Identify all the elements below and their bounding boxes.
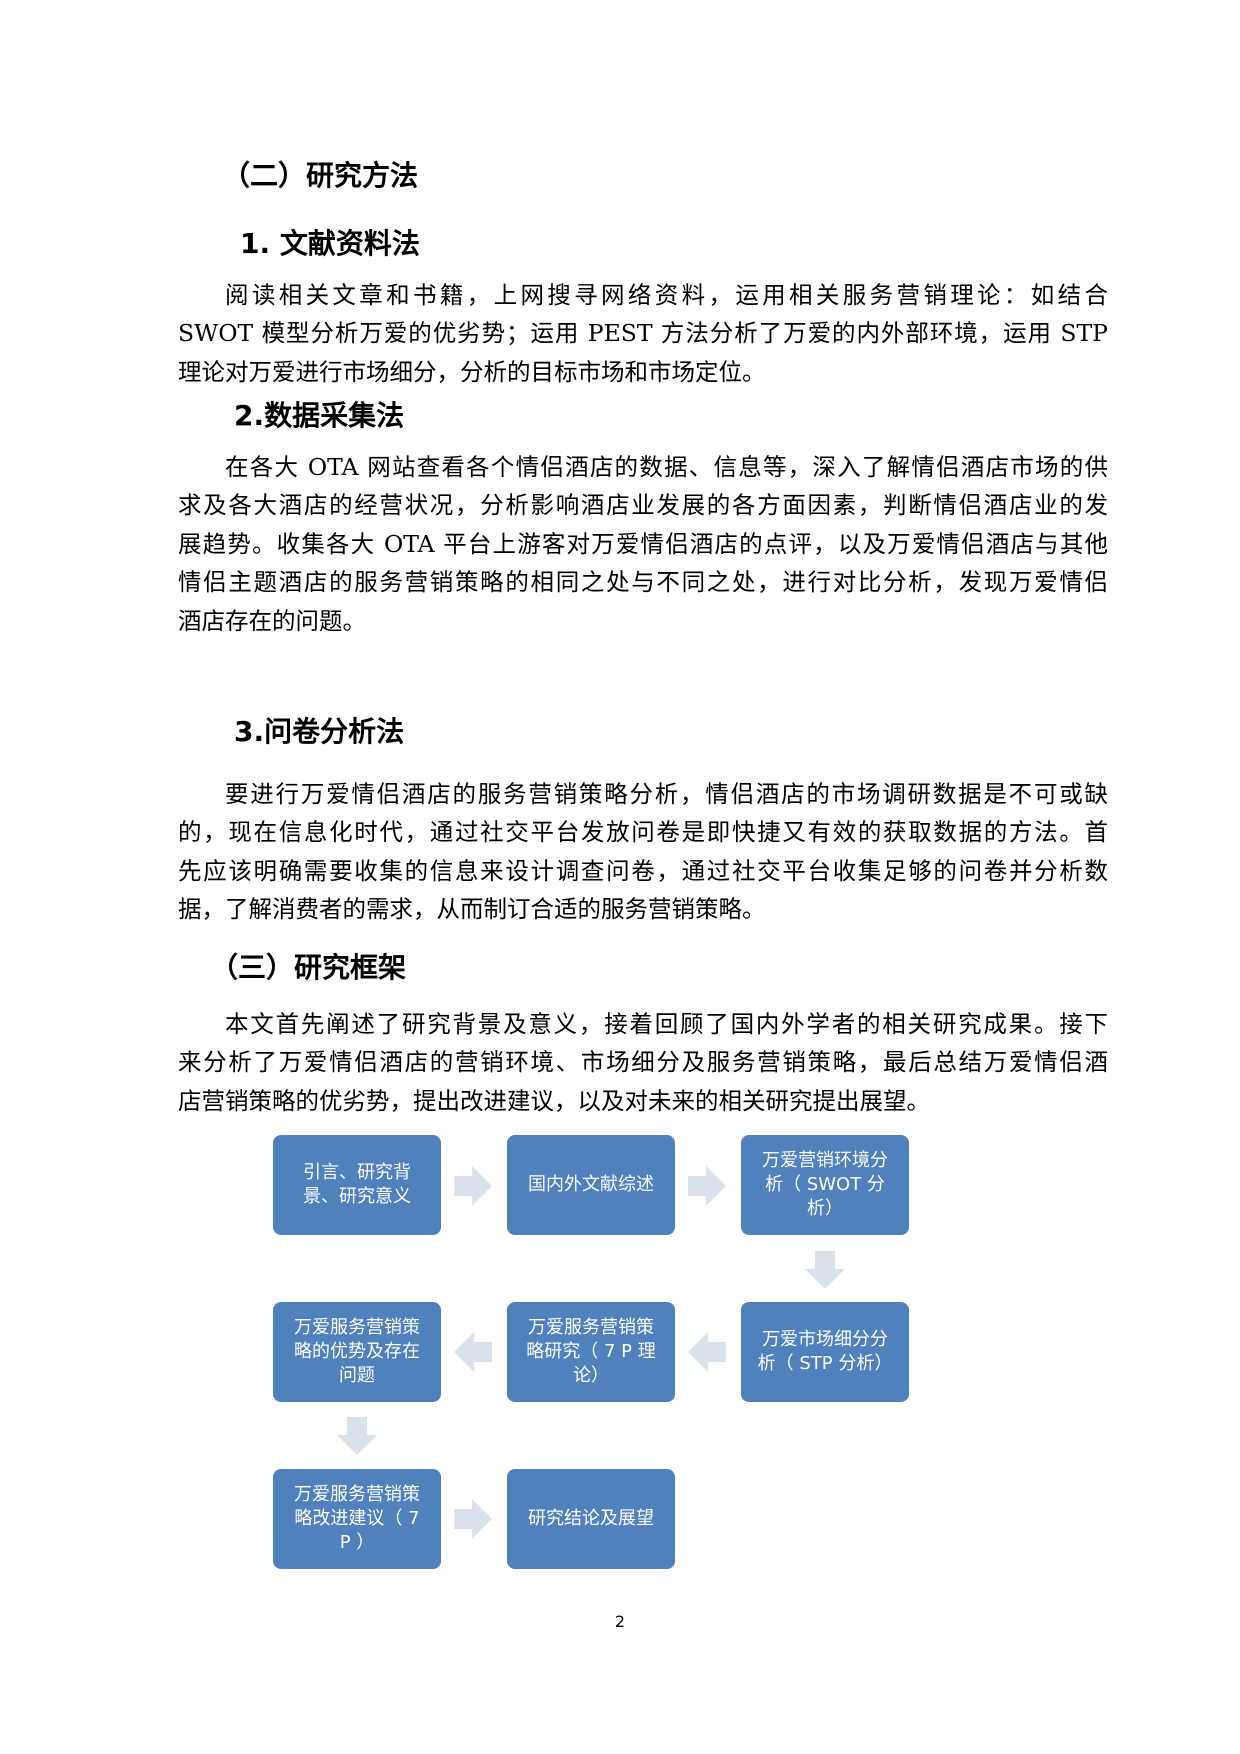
flow-box-literature: 国内外文献综述 bbox=[507, 1135, 675, 1235]
flow-box-swot: 万爱营销环境分 析（ SWOT 分 析） bbox=[741, 1135, 909, 1235]
paragraph-line: 本文首先阐述了研究背景及意义，接着回顾了国内外学者的相关研究成果。接下 bbox=[225, 1010, 1108, 1038]
paragraph-line: 要进行万爱情侣酒店的服务营销策略分析，情侣酒店的市场调研数据是不可或缺 bbox=[225, 780, 1108, 808]
paragraph-line: 先应该明确需要收集的信息来设计调查问卷，通过社交平台收集足够的问卷并分析数 bbox=[178, 856, 1108, 885]
paragraph-line: 据，了解消费者的需求，从而制订合适的服务营销策略。 bbox=[178, 895, 766, 924]
paragraph-line: 情侣主题酒店的服务营销策略的相同之处与不同之处，进行对比分析，发现万爱情侣 bbox=[178, 568, 1108, 597]
flow-box-conclusion: 研究结论及展望 bbox=[507, 1469, 675, 1569]
paragraph-line: 来分析了万爱情侣酒店的营销环境、市场细分及服务营销策略，最后总结万爱情侣酒 bbox=[178, 1048, 1108, 1077]
arrow-right-icon bbox=[454, 1166, 492, 1206]
paragraph-line: SWOT 模型分析万爱的优劣势；运用 PEST 方法分析了万爱的内外部环境，运用… bbox=[178, 319, 1108, 348]
arrow-right-icon bbox=[688, 1166, 726, 1206]
paragraph-line: 的，现在信息化时代，通过社交平台发放问卷是即快捷又有效的获取数据的方法。首 bbox=[178, 818, 1108, 847]
methods-heading: （二）研究方法 bbox=[222, 159, 419, 192]
flow-box-pros-cons: 万爱服务营销策 略的优势及存在 问题 bbox=[273, 1302, 441, 1402]
arrow-down-icon bbox=[337, 1417, 377, 1455]
page-number: 2 bbox=[614, 1612, 626, 1631]
paragraph-line: 酒店存在的问题。 bbox=[178, 606, 366, 635]
paragraph-line: 阅读相关文章和书籍，上网搜寻网络资料，运用相关服务营销理论：如结合 bbox=[225, 281, 1108, 309]
paragraph-line: 理论对万爱进行市场细分，分析的目标市场和市场定位。 bbox=[178, 357, 766, 386]
method1-heading: 1. 文献资料法 bbox=[240, 227, 420, 260]
paragraph-line: 展趋势。收集各大 OTA 平台上游客对万爱情侣酒店的点评，以及万爱情侣酒店与其他 bbox=[178, 529, 1108, 558]
arrow-left-icon bbox=[688, 1332, 726, 1372]
arrow-down-icon bbox=[805, 1251, 845, 1289]
method3-paragraph: 要进行万爱情侣酒店的服务营销策略分析，情侣酒店的市场调研数据是不可或缺 的，现在… bbox=[178, 775, 1108, 929]
flow-box-strategy-7p: 万爱服务营销策 略研究（ 7 P 理 论） bbox=[507, 1302, 675, 1402]
framework-heading: （三）研究框架 bbox=[210, 951, 407, 984]
method3-heading: 3.问卷分析法 bbox=[234, 715, 405, 748]
framework-paragraph: 本文首先阐述了研究背景及意义，接着回顾了国内外学者的相关研究成果。接下 来分析了… bbox=[178, 1005, 1108, 1120]
method2-paragraph: 在各大 OTA 网站查看各个情侣酒店的数据、信息等，深入了解情侣酒店市场的供 求… bbox=[178, 448, 1108, 640]
paragraph-line: 店营销策略的优劣势，提出改进建议，以及对未来的相关研究提出展望。 bbox=[178, 1086, 930, 1115]
paragraph-line: 求及各大酒店的经营状况，分析影响酒店业发展的各方面因素，判断情侣酒店业的发 bbox=[178, 491, 1108, 520]
paragraph-line: 在各大 OTA 网站查看各个情侣酒店的数据、信息等，深入了解情侣酒店市场的供 bbox=[225, 453, 1108, 481]
arrow-left-icon bbox=[454, 1332, 492, 1372]
flow-box-intro: 引言、研究背 景、研究意义 bbox=[273, 1135, 441, 1235]
flow-box-improve: 万爱服务营销策 略改进建议（ 7 P ） bbox=[273, 1469, 441, 1569]
arrow-right-icon bbox=[454, 1499, 492, 1539]
flow-box-stp: 万爱市场细分分 析（ STP 分析） bbox=[741, 1302, 909, 1402]
method1-paragraph: 阅读相关文章和书籍，上网搜寻网络资料，运用相关服务营销理论：如结合 SWOT 模… bbox=[178, 276, 1108, 391]
method2-heading: 2.数据采集法 bbox=[234, 399, 405, 432]
